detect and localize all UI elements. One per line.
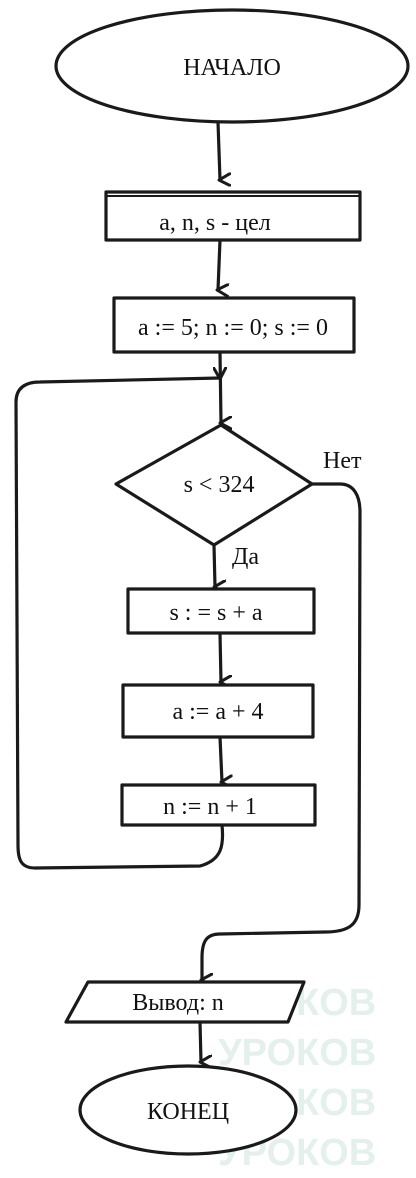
arrow-start-declare <box>216 120 220 180</box>
condition-label: s < 324 <box>184 472 255 498</box>
loop-back-line <box>14 378 223 870</box>
init-rect <box>112 296 356 354</box>
arrow-step1-step2 <box>218 631 221 682</box>
step3-block: n := n + 1 <box>120 783 317 827</box>
start-ellipse <box>54 8 410 124</box>
step1-rect <box>126 587 316 635</box>
condition-diamond <box>114 423 314 547</box>
arrow-condition-step1 <box>212 543 215 587</box>
declare-label: a, n, s - цел <box>159 210 270 236</box>
step1-label: s : = s + a <box>169 600 262 626</box>
arrow-output-end <box>198 1020 201 1062</box>
arrow-declare-init <box>218 238 220 290</box>
output-label: Вывод: n <box>132 990 224 1016</box>
step2-block: a := a + 4 <box>121 683 315 739</box>
arrow-step2-step3 <box>218 735 222 782</box>
start-terminator: НАЧАЛО <box>54 8 410 124</box>
declare-block: a, n, s - цел <box>104 190 362 242</box>
branch-yes-label: Да <box>232 544 259 570</box>
init-label: a := 5; n := 0; s := 0 <box>138 315 328 341</box>
exit-no-line <box>202 482 362 980</box>
arrow-init-condition <box>218 350 221 423</box>
watermark-text-2: УРОКОВ <box>218 1032 376 1074</box>
step1-block: s : = s + a <box>126 587 316 635</box>
start-label: НАЧАЛО <box>183 55 281 81</box>
connectors <box>14 120 362 1062</box>
output-parallelogram <box>64 980 306 1024</box>
step2-label: a := a + 4 <box>172 699 263 725</box>
output-block: Вывод: n <box>64 980 306 1024</box>
step3-rect <box>120 783 317 827</box>
end-terminator: КОНЕЦ <box>78 1064 298 1156</box>
declare-rect <box>104 190 362 242</box>
condition-decision: s < 324 Нет Да <box>114 423 362 570</box>
step3-label: n := n + 1 <box>163 794 257 820</box>
init-block: a := 5; n := 0; s := 0 <box>112 296 356 354</box>
branch-no-label: Нет <box>323 448 362 474</box>
step2-rect <box>121 683 315 739</box>
end-ellipse <box>78 1064 298 1156</box>
end-label: КОНЕЦ <box>147 1099 229 1125</box>
